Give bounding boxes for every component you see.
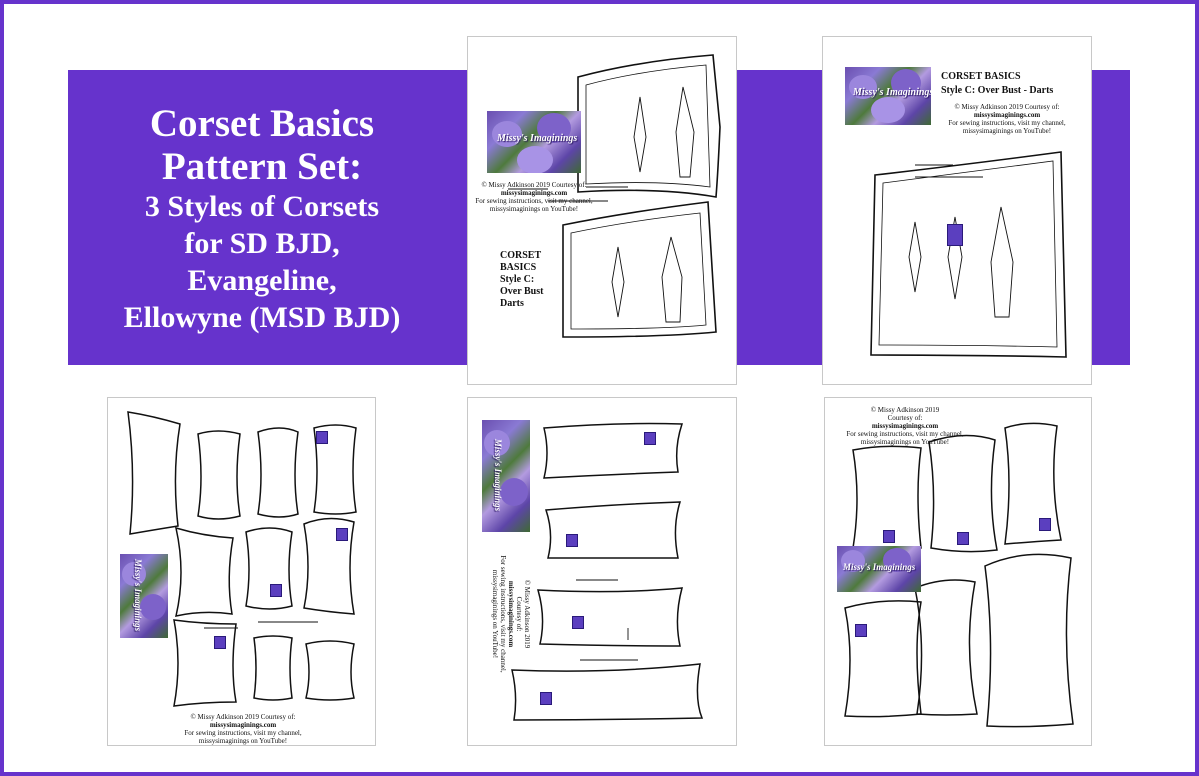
logo-text: Missy's Imaginings	[493, 438, 504, 512]
logo-text: Missy's Imaginings	[497, 133, 578, 144]
credit-line-3: For sewing instructions, visit my channe…	[475, 197, 593, 205]
logo-badge	[214, 636, 226, 649]
logo-badge	[336, 528, 348, 541]
credit-line-3: missysimaginings.com	[871, 422, 939, 430]
credit-line-2: missysimaginings.com	[500, 189, 568, 197]
logo-badge	[540, 692, 552, 705]
hydrangea-photo: Missy's Imaginings	[482, 420, 530, 532]
pattern-sheet-top-middle: Missy's Imaginings © Missy Adkinson 2019…	[467, 36, 737, 385]
credit-line-4: missysimaginings on YouTube!	[198, 737, 288, 745]
heading-line: Over Bust	[500, 286, 544, 297]
title-line-4: for SD BJD,	[184, 227, 340, 260]
logo-badge	[316, 431, 328, 444]
logo-badge	[270, 584, 282, 597]
pattern-pieces-drawing	[508, 54, 721, 338]
sheet-heading-1: CORSET BASICS	[941, 71, 1021, 82]
logo-badge	[566, 534, 578, 547]
credit-line-2: missysimaginings.com	[973, 111, 1041, 119]
heading-line: Style C:	[500, 274, 535, 285]
logo-badge	[883, 530, 895, 543]
credit-line-1: © Missy Adkinson 2019 Courtesy of:	[481, 181, 587, 189]
credit-line-5: missysimaginings on YouTube!	[491, 569, 499, 659]
credit-line-5: missysimaginings on YouTube!	[860, 438, 950, 446]
credit-line-2: Courtesy of:	[515, 596, 523, 632]
logo-badge	[644, 432, 656, 445]
logo-text: Missy's Imaginings	[843, 562, 916, 572]
pattern-pieces-drawing	[511, 422, 704, 721]
credit-line-1: © Missy Adkinson 2019	[523, 579, 531, 649]
credit-line-4: missysimaginings on YouTube!	[962, 127, 1052, 135]
logo-badge	[572, 616, 584, 629]
credit-line-3: For sewing instructions, visit my channe…	[184, 729, 302, 737]
credit-line-2: missysimaginings.com	[209, 721, 277, 729]
pattern-pieces-drawing	[127, 411, 357, 707]
heading-line: Darts	[500, 298, 524, 309]
hydrangea-photo: Missy's Imaginings	[120, 554, 168, 638]
pattern-sheet-top-right: Missy's Imaginings CORSET BASICS Style C…	[822, 36, 1092, 385]
hydrangea-photo: Missy's Imaginings	[837, 546, 921, 592]
hydrangea-photo: Missy's Imaginings	[845, 67, 931, 125]
heading-line: CORSET	[500, 250, 542, 261]
credit-line-3: missysimaginings.com	[507, 580, 515, 648]
title-line-1: Corset Basics	[149, 102, 375, 145]
credit-line-4: For sewing instructions, visit my channe…	[499, 555, 507, 673]
credit-line-3: For sewing instructions, visit my channe…	[948, 119, 1066, 127]
logo-badge	[957, 532, 969, 545]
banner-title: Corset Basics Pattern Set: 3 Styles of C…	[72, 102, 452, 336]
credit-line-1: © Missy Adkinson 2019 Courtesy of:	[190, 713, 296, 721]
logo-badge	[1039, 518, 1051, 531]
logo-text: Missy's Imaginings	[133, 558, 144, 632]
credit-line-4: missysimaginings on YouTube!	[489, 205, 579, 213]
pattern-sheet-bottom-right: Missy's Imaginings © Missy Adkinson 2019…	[824, 397, 1092, 746]
title-line-3: 3 Styles of Corsets	[144, 190, 380, 223]
rotated-credit: © Missy Adkinson 2019 Courtesy of: missy…	[491, 539, 531, 689]
logo-text: Missy's Imaginings	[853, 87, 931, 98]
title-line-5: Evangeline,	[187, 264, 337, 297]
title-line-6: Ellowyne (MSD BJD)	[123, 301, 401, 334]
credit-line-2: Courtesy of:	[887, 414, 923, 422]
pattern-sheet-bottom-middle: Missy's Imaginings © Missy Adkinson 2019…	[467, 397, 737, 746]
pattern-sheet-bottom-left: Missy's Imaginings © Missy Adkinson 2019…	[107, 397, 376, 746]
sheet-heading-2: Style C: Over Bust - Darts	[941, 85, 1054, 96]
credit-line-1: © Missy Adkinson 2019 Courtesy of:	[954, 103, 1060, 111]
credit-line-4: For sewing instructions, visit my channe…	[846, 430, 964, 438]
logo-badge	[855, 624, 867, 637]
sheet-heading: CORSET BASICS Style C: Over Bust Darts	[500, 250, 543, 310]
heading-line: BASICS	[500, 262, 537, 273]
title-line-2: Pattern Set:	[161, 145, 363, 188]
credit-line-1: © Missy Adkinson 2019	[870, 406, 940, 414]
hydrangea-photo: Missy's Imaginings	[487, 111, 581, 173]
logo-badge	[947, 224, 963, 246]
